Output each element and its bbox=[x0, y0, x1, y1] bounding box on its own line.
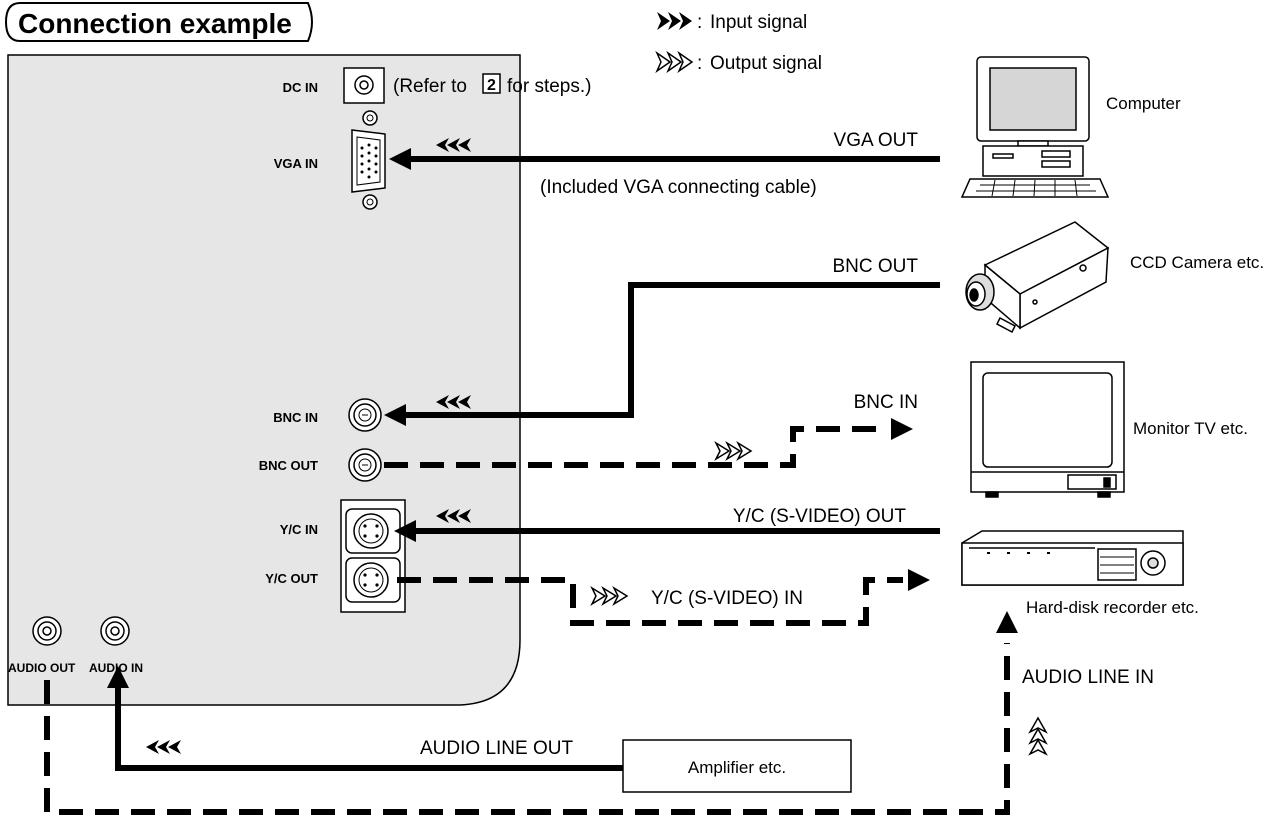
yc-in-label: Y/C IN bbox=[280, 522, 318, 537]
bnc-output-chevrons bbox=[714, 440, 753, 462]
audio-out-cable bbox=[44, 611, 1018, 815]
output-legend-icon bbox=[655, 50, 694, 74]
bnc-in-port bbox=[348, 398, 382, 432]
yc-input-chevrons bbox=[436, 509, 471, 523]
camera-label: CCD Camera etc. bbox=[1130, 253, 1264, 272]
yc-in-signal-label: Y/C (S-VIDEO) IN bbox=[651, 588, 803, 609]
vga-in-port bbox=[351, 110, 386, 210]
legend: : Input signal : Output signal bbox=[655, 12, 822, 74]
audio-line-out-label: AUDIO LINE OUT bbox=[420, 738, 573, 759]
rear-panel bbox=[7, 54, 521, 706]
bnc-out-port bbox=[348, 448, 382, 482]
audio-output-chevrons bbox=[1028, 716, 1048, 756]
yc-in-cable bbox=[394, 520, 940, 542]
audio-in-cable bbox=[107, 666, 623, 771]
vga-cable-label: (Included VGA connecting cable) bbox=[540, 177, 817, 198]
svg-text:(Refer to: (Refer to bbox=[393, 76, 467, 97]
bnc-out-label: BNC OUT bbox=[259, 458, 318, 473]
svg-text::: : bbox=[697, 53, 702, 74]
audio-out-jack bbox=[32, 616, 62, 646]
vga-in-label: VGA IN bbox=[274, 156, 318, 171]
vga-input-chevrons bbox=[436, 138, 471, 152]
input-legend-icon bbox=[657, 12, 692, 30]
title: Connection example bbox=[18, 8, 292, 39]
computer-label: Computer bbox=[1106, 94, 1181, 113]
monitor-label: Monitor TV etc. bbox=[1133, 419, 1248, 438]
dc-in-jack bbox=[343, 67, 385, 104]
output-legend-label: Output signal bbox=[710, 53, 822, 74]
dc-note-prefix: (Refer to bbox=[393, 76, 467, 97]
dc-in-label: DC IN bbox=[283, 80, 318, 95]
bnc-in-signal-label: BNC IN bbox=[854, 392, 918, 413]
bnc-out-signal-label: BNC OUT bbox=[833, 256, 919, 277]
recorder-icon bbox=[961, 530, 1184, 586]
title-badge: Connection example bbox=[4, 2, 313, 42]
bnc-in-label: BNC IN bbox=[273, 410, 318, 425]
amplifier-box: Amplifier etc. bbox=[622, 739, 852, 793]
audio-in-jack bbox=[100, 616, 130, 646]
svg-text::: : bbox=[697, 12, 702, 33]
yc-out-cable bbox=[397, 569, 930, 626]
yc-out-label: Y/C OUT bbox=[265, 571, 318, 586]
yc-out-signal-label: Y/C (S-VIDEO) OUT bbox=[733, 506, 907, 527]
yc-ports bbox=[340, 499, 406, 613]
vga-out-label: VGA OUT bbox=[834, 130, 919, 151]
camera-icon bbox=[965, 221, 1110, 334]
monitor-icon bbox=[970, 361, 1125, 498]
computer-icon bbox=[960, 56, 1110, 198]
audio-line-in-label: AUDIO LINE IN bbox=[1022, 667, 1154, 688]
step-number: 2 bbox=[487, 77, 496, 94]
audio-input-chevrons bbox=[146, 740, 181, 754]
vga-cable bbox=[389, 148, 940, 170]
dc-note-suffix: for steps.) bbox=[507, 76, 591, 97]
audio-out-label: AUDIO OUT bbox=[8, 661, 76, 675]
audio-in-label: AUDIO IN bbox=[89, 661, 143, 675]
bnc-input-chevrons bbox=[436, 395, 471, 409]
bnc-out-cable bbox=[384, 418, 913, 468]
bnc-in-cable bbox=[384, 282, 940, 426]
step-2-box: 2 bbox=[482, 73, 501, 94]
recorder-label: Hard-disk recorder etc. bbox=[1026, 598, 1199, 617]
input-legend-label: Input signal bbox=[710, 12, 807, 33]
amplifier-label: Amplifier etc. bbox=[688, 758, 786, 777]
yc-output-chevrons bbox=[590, 585, 629, 607]
